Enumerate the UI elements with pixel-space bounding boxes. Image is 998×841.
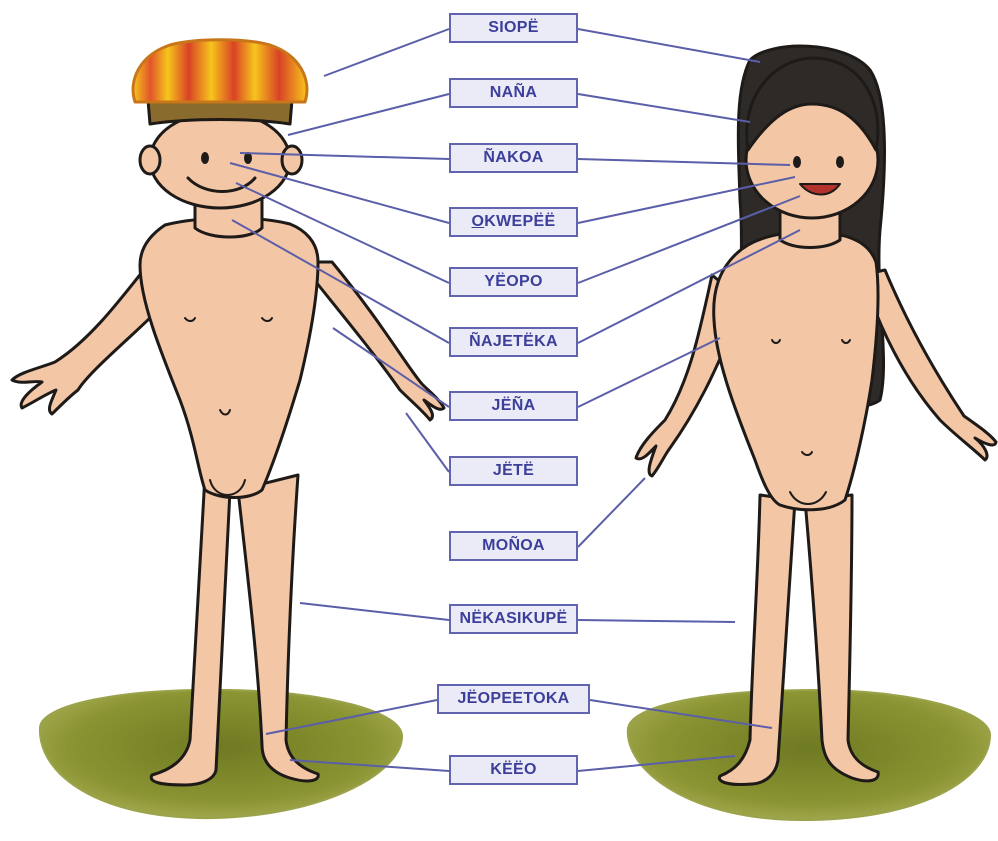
label-jete: JËTË (449, 456, 578, 486)
boy-figure (12, 40, 444, 785)
label-jeopeetoka: JËOPEETOKA (437, 684, 590, 714)
label-okwepee-rest: KWEPËË (484, 213, 555, 231)
label-keeo: KËËO (449, 755, 578, 785)
label-nekasikupe: NËKASIKUPË (449, 604, 578, 634)
label-yeopo: YËOPO (449, 267, 578, 297)
label-nakoa: ÑAKOA (449, 143, 578, 173)
label-monoa: MOÑOA (449, 531, 578, 561)
label-najeteka: ÑAJETËKA (449, 327, 578, 357)
grass-left (40, 690, 402, 818)
label-nana: NAÑA (449, 78, 578, 108)
girl-figure (636, 46, 996, 784)
label-siope: SIOPË (449, 13, 578, 43)
grass-right (628, 690, 990, 820)
label-okwepee-first-letter: O (472, 213, 485, 231)
label-jena: JËÑA (449, 391, 578, 421)
